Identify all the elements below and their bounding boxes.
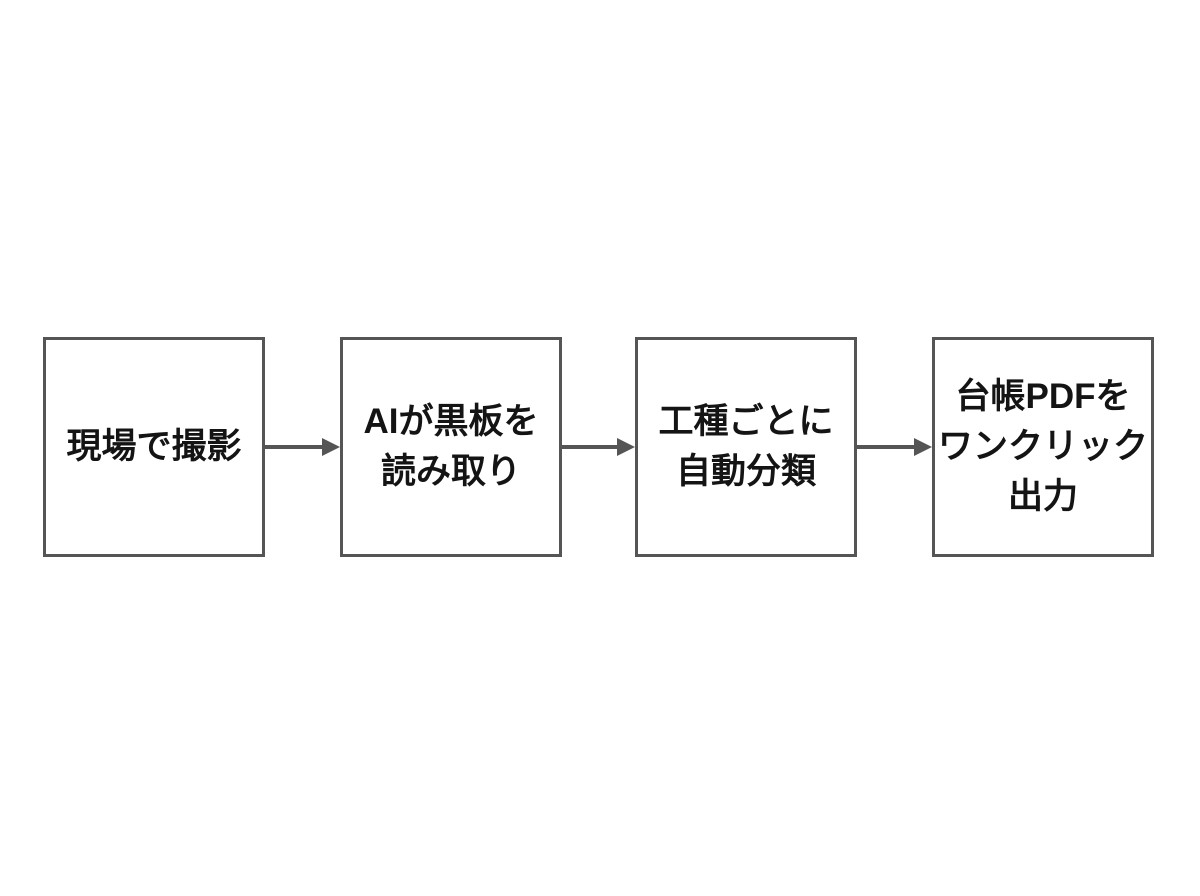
flow-step-pdf-output: 台帳PDFを ワンクリック 出力 (932, 337, 1154, 557)
flow-step-capture: 現場で撮影 (43, 337, 265, 557)
flow-step-classify: 工種ごとに 自動分類 (635, 337, 857, 557)
flow-step-pdf-output-label: 台帳PDFを ワンクリック 出力 (937, 377, 1148, 516)
flow-step-ai-read: AIが黒板を 読み取り (340, 337, 562, 557)
arrow-right-icon (265, 438, 340, 456)
arrow-right-icon (562, 438, 635, 456)
flow-step-classify-label: 工種ごとに 自動分類 (658, 402, 834, 491)
flow-row: 現場で撮影 AIが黒板を 読み取り 工種ごとに 自動分類 台帳PDFを ワンクリ… (43, 337, 1154, 557)
flow-step-ai-read-label: AIが黒板を 読み取り (363, 402, 539, 491)
flow-step-capture-label: 現場で撮影 (66, 427, 242, 467)
arrow-right-icon (857, 438, 932, 456)
